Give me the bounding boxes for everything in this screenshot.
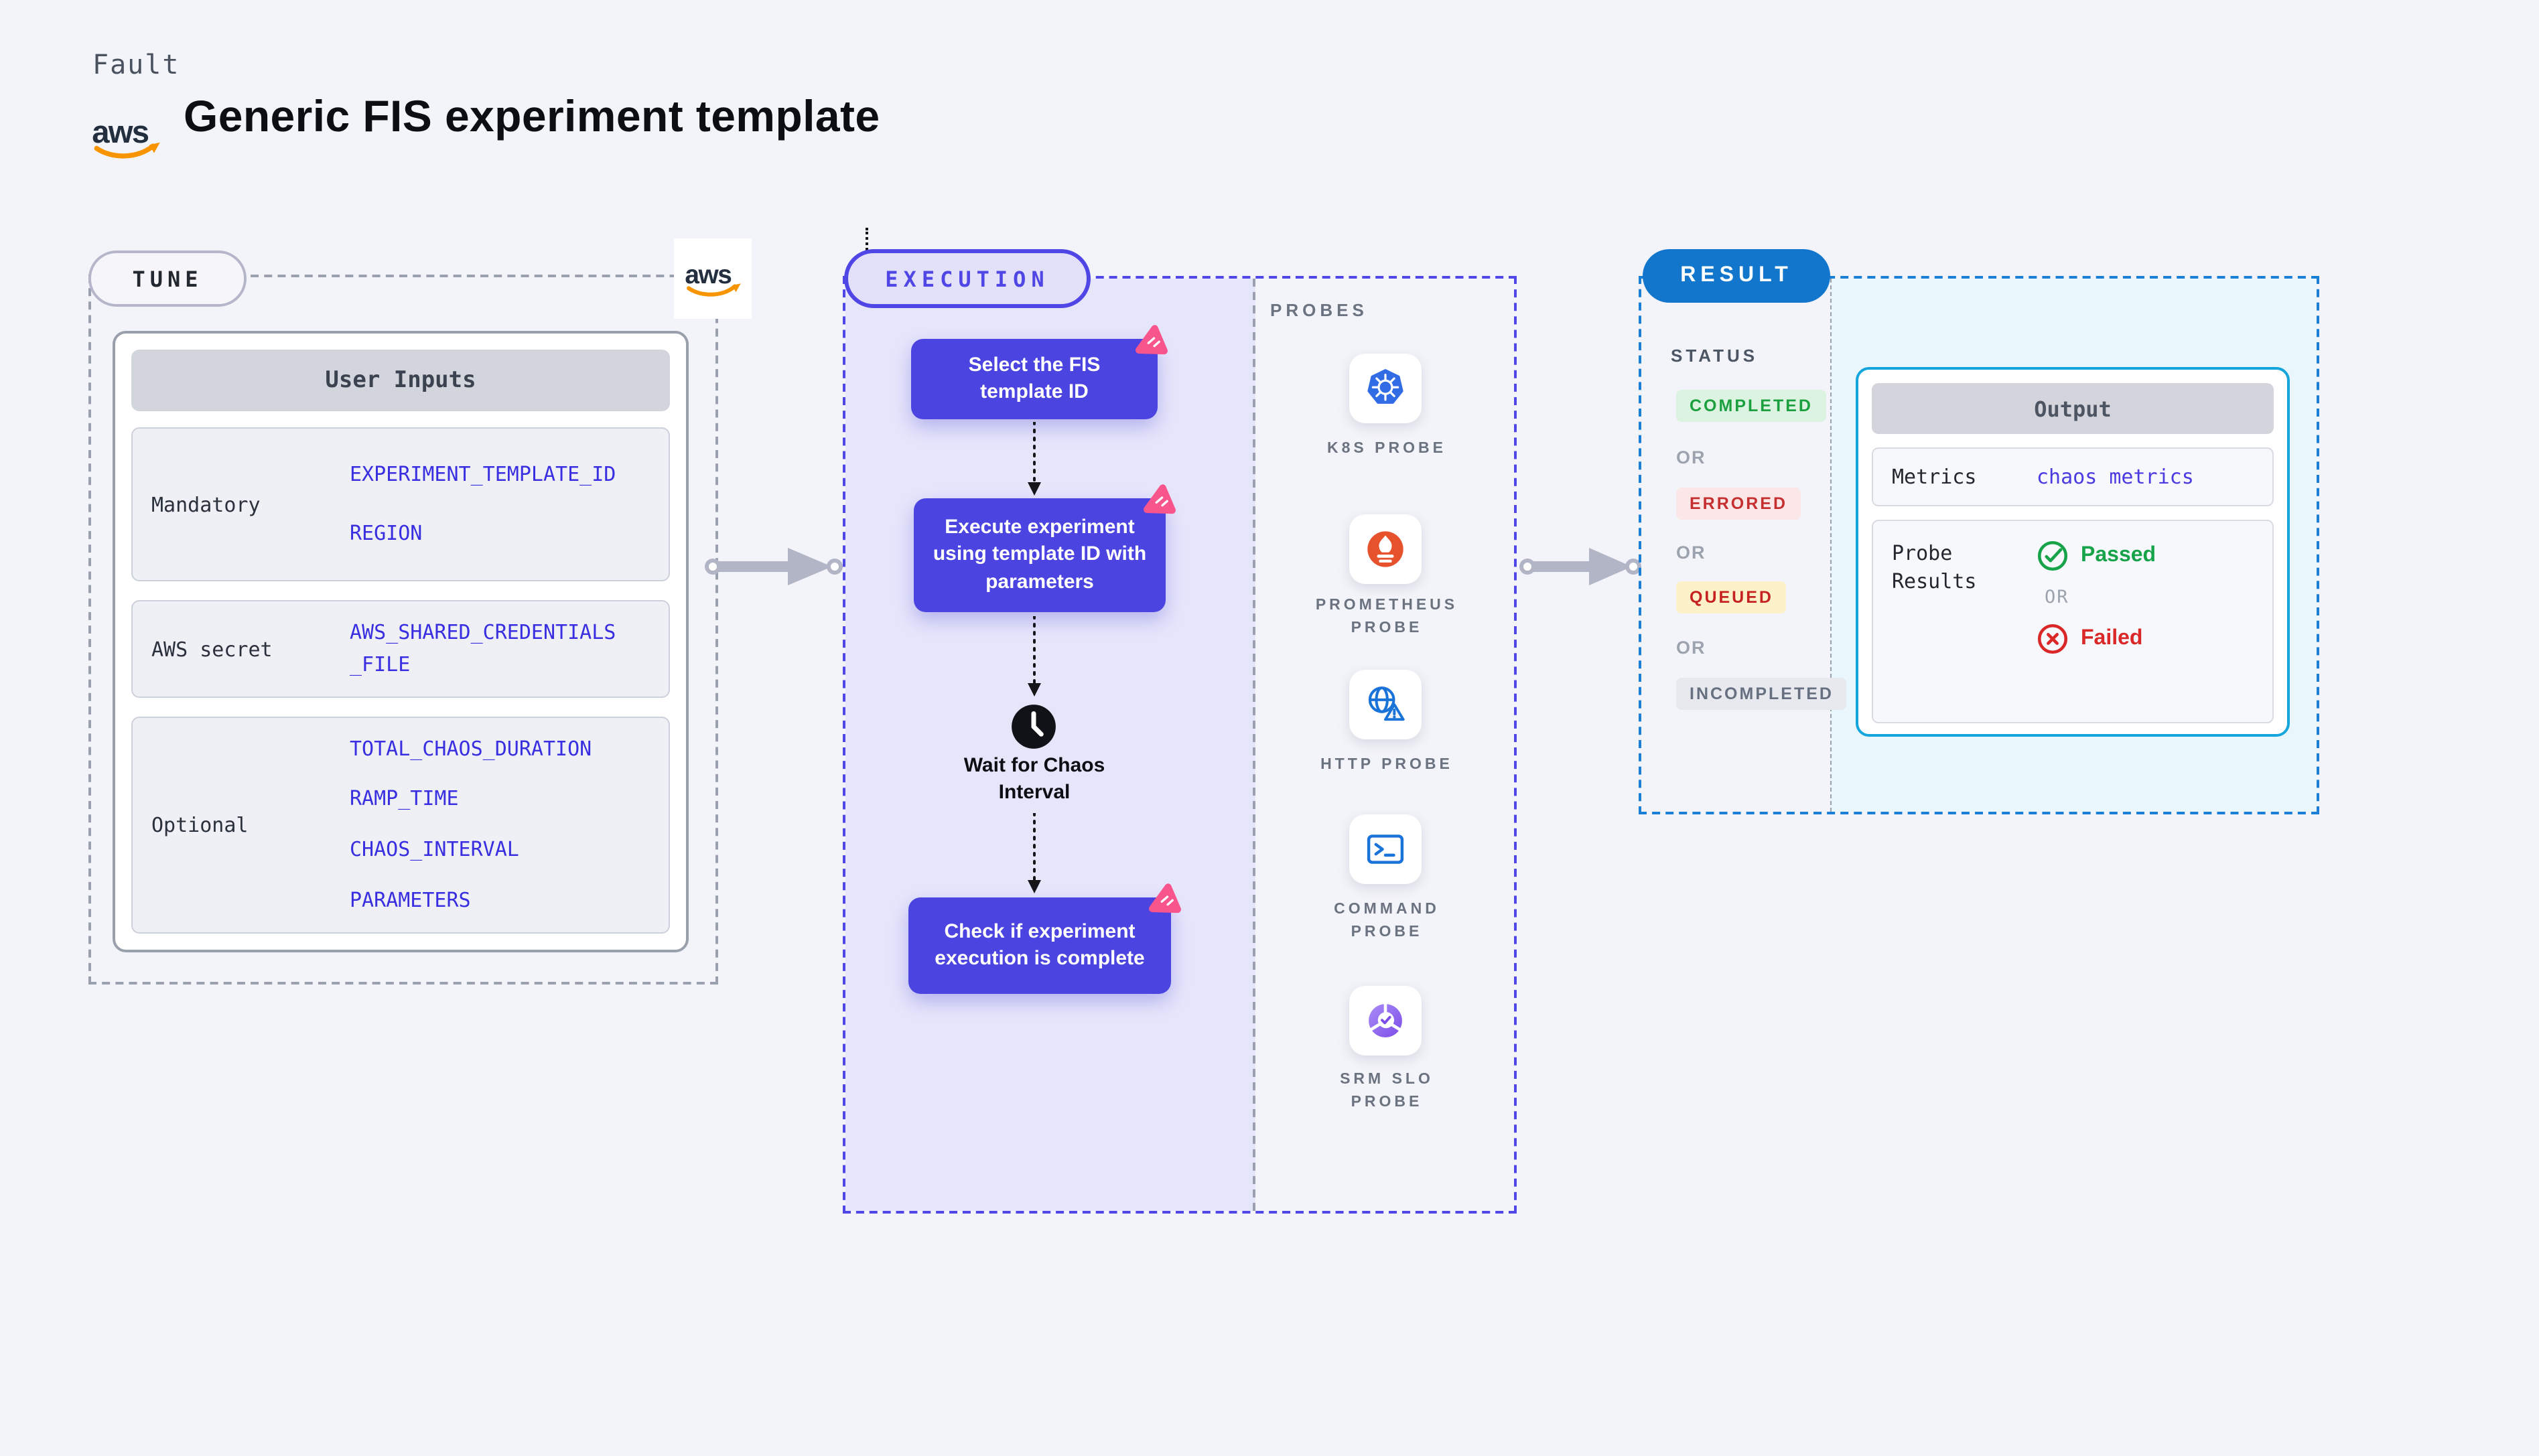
row-label: Mandatory [151,492,261,516]
row-label: AWS secret [151,637,273,661]
step-select-template: Select the FIS template ID [911,325,1168,419]
status-badge-errored: ERRORED [1676,488,1801,520]
failed-label: Failed [2081,627,2143,650]
failed-line: Failed [2037,623,2156,655]
incoming-dotted-connector [866,228,868,250]
svg-text:aws: aws [685,261,731,289]
metrics-label: Metrics [1892,464,1977,488]
probe-label-command: COMMAND PROBE [1334,901,1440,941]
aws-swoosh [94,143,155,159]
page-title: Generic FIS experiment template [184,91,880,141]
probe-tile-k8s [1349,354,1422,423]
slo-donut-check-icon [1368,1001,1403,1037]
probe-label-prometheus: PROMETHEUS PROBE [1315,597,1458,637]
aws-corner-badge: aws [674,238,752,319]
terminal-icon [1367,834,1404,864]
table-row-optional: Optional TOTAL_CHAOS_DURATION RAMP_TIME … [131,717,670,934]
passed-label: Passed [2081,544,2156,567]
user-inputs-header: User Inputs [131,350,670,411]
probe-results-label: Probe Results [1892,541,1977,593]
aws-logo-text: aws [92,115,149,150]
input-variable: REGION [350,520,423,544]
execution-section-label: EXECUTION [885,266,1050,291]
input-variable: AWS_SHARED_CREDENTIALS [350,620,616,644]
status-badge-incompleted: INCOMPLETED [1676,678,1847,710]
probe-tile-srm-slo [1349,986,1422,1055]
aws-logo-small: aws [685,261,741,297]
or-separator: OR [1676,542,1706,563]
input-variable: RAMP_TIME [350,786,459,811]
check-circle-icon [2037,540,2068,571]
table-row-mandatory: Mandatory EXPERIMENT_TEMPLATE_ID REGION [131,427,670,581]
globe-warning-icon [1368,686,1405,721]
step-wait-for-chaos-interval: Wait for Chaos Interval [963,754,1105,804]
tune-section-boundary [88,275,718,985]
status-column-label: STATUS [1671,346,1759,366]
litmus-chaos-icon [1135,325,1168,355]
step-label: Check if experiment execution is complet… [935,920,1145,970]
x-circle-icon [2037,624,2068,654]
result-section-label: RESULT [1680,264,1793,287]
row-label: Optional [151,813,249,837]
dotted-connector [1028,813,1041,893]
execution-section-boundary [843,276,1517,1214]
dotted-connector [1028,422,1041,496]
user-inputs-card: User Inputs Mandatory EXPERIMENT_TEMPLAT… [113,331,689,952]
probes-column-label: PROBES [1270,300,1368,320]
probe-tile-command [1349,814,1422,884]
flow-arrow-tune-to-execution [705,548,843,585]
table-row-aws-secret: AWS secret AWS_SHARED_CREDENTIALS _FILE [131,600,670,698]
status-badge-completed: COMPLETED [1676,390,1826,422]
execution-section-pill: EXECUTION [844,249,1091,308]
input-variable: PARAMETERS [350,887,471,912]
tune-section-label: TUNE [132,266,203,291]
probe-label-srm-slo: SRM SLO PROBE [1340,1072,1434,1111]
kubernetes-icon [1367,369,1403,404]
dotted-connector [1028,616,1041,697]
aws-logo: aws [92,115,160,159]
step-label: Execute experiment using template ID wit… [933,516,1147,593]
or-separator: OR [1676,447,1706,467]
probe-label-k8s: K8S PROBE [1327,441,1446,457]
probe-tile-prometheus [1349,514,1422,584]
product-label: Fault [92,48,180,80]
flow-arrow-execution-to-result [1519,548,1641,585]
input-variable: EXPERIMENT_TEMPLATE_ID [350,461,616,486]
status-badge-queued: QUEUED [1676,581,1787,613]
metrics-value-link: chaos metrics [2037,465,2194,489]
input-variable: CHAOS_INTERVAL [350,837,519,861]
or-separator: OR [1676,638,1706,658]
prometheus-icon [1367,531,1403,567]
litmus-chaos-icon [1143,484,1176,514]
input-variable: _FILE [350,652,411,676]
or-separator: OR [2045,587,2069,608]
step-label: Select the FIS template ID [968,353,1101,404]
output-card: Output Metrics chaos metrics Probe Resul… [1856,367,2290,737]
litmus-chaos-icon [1148,883,1181,914]
input-variable: TOTAL_CHAOS_DURATION [350,736,592,760]
result-section-pill: RESULT [1643,249,1830,303]
step-check-completion: Check if experiment execution is complet… [908,883,1181,994]
tune-section-pill: TUNE [88,250,247,307]
probe-label-http: HTTP PROBE [1320,757,1453,773]
metrics-row: Metrics chaos metrics [1872,447,2274,506]
step-execute-experiment: Execute experiment using template ID wit… [914,484,1176,612]
clock-icon [1012,705,1056,749]
passed-line: Passed [2037,540,2156,572]
output-card-header: Output [1872,383,2274,434]
probe-results-row: Probe Results Passed OR Faile [1872,520,2274,723]
probe-tile-http [1349,670,1422,739]
execution-flow-area [845,279,1255,1211]
